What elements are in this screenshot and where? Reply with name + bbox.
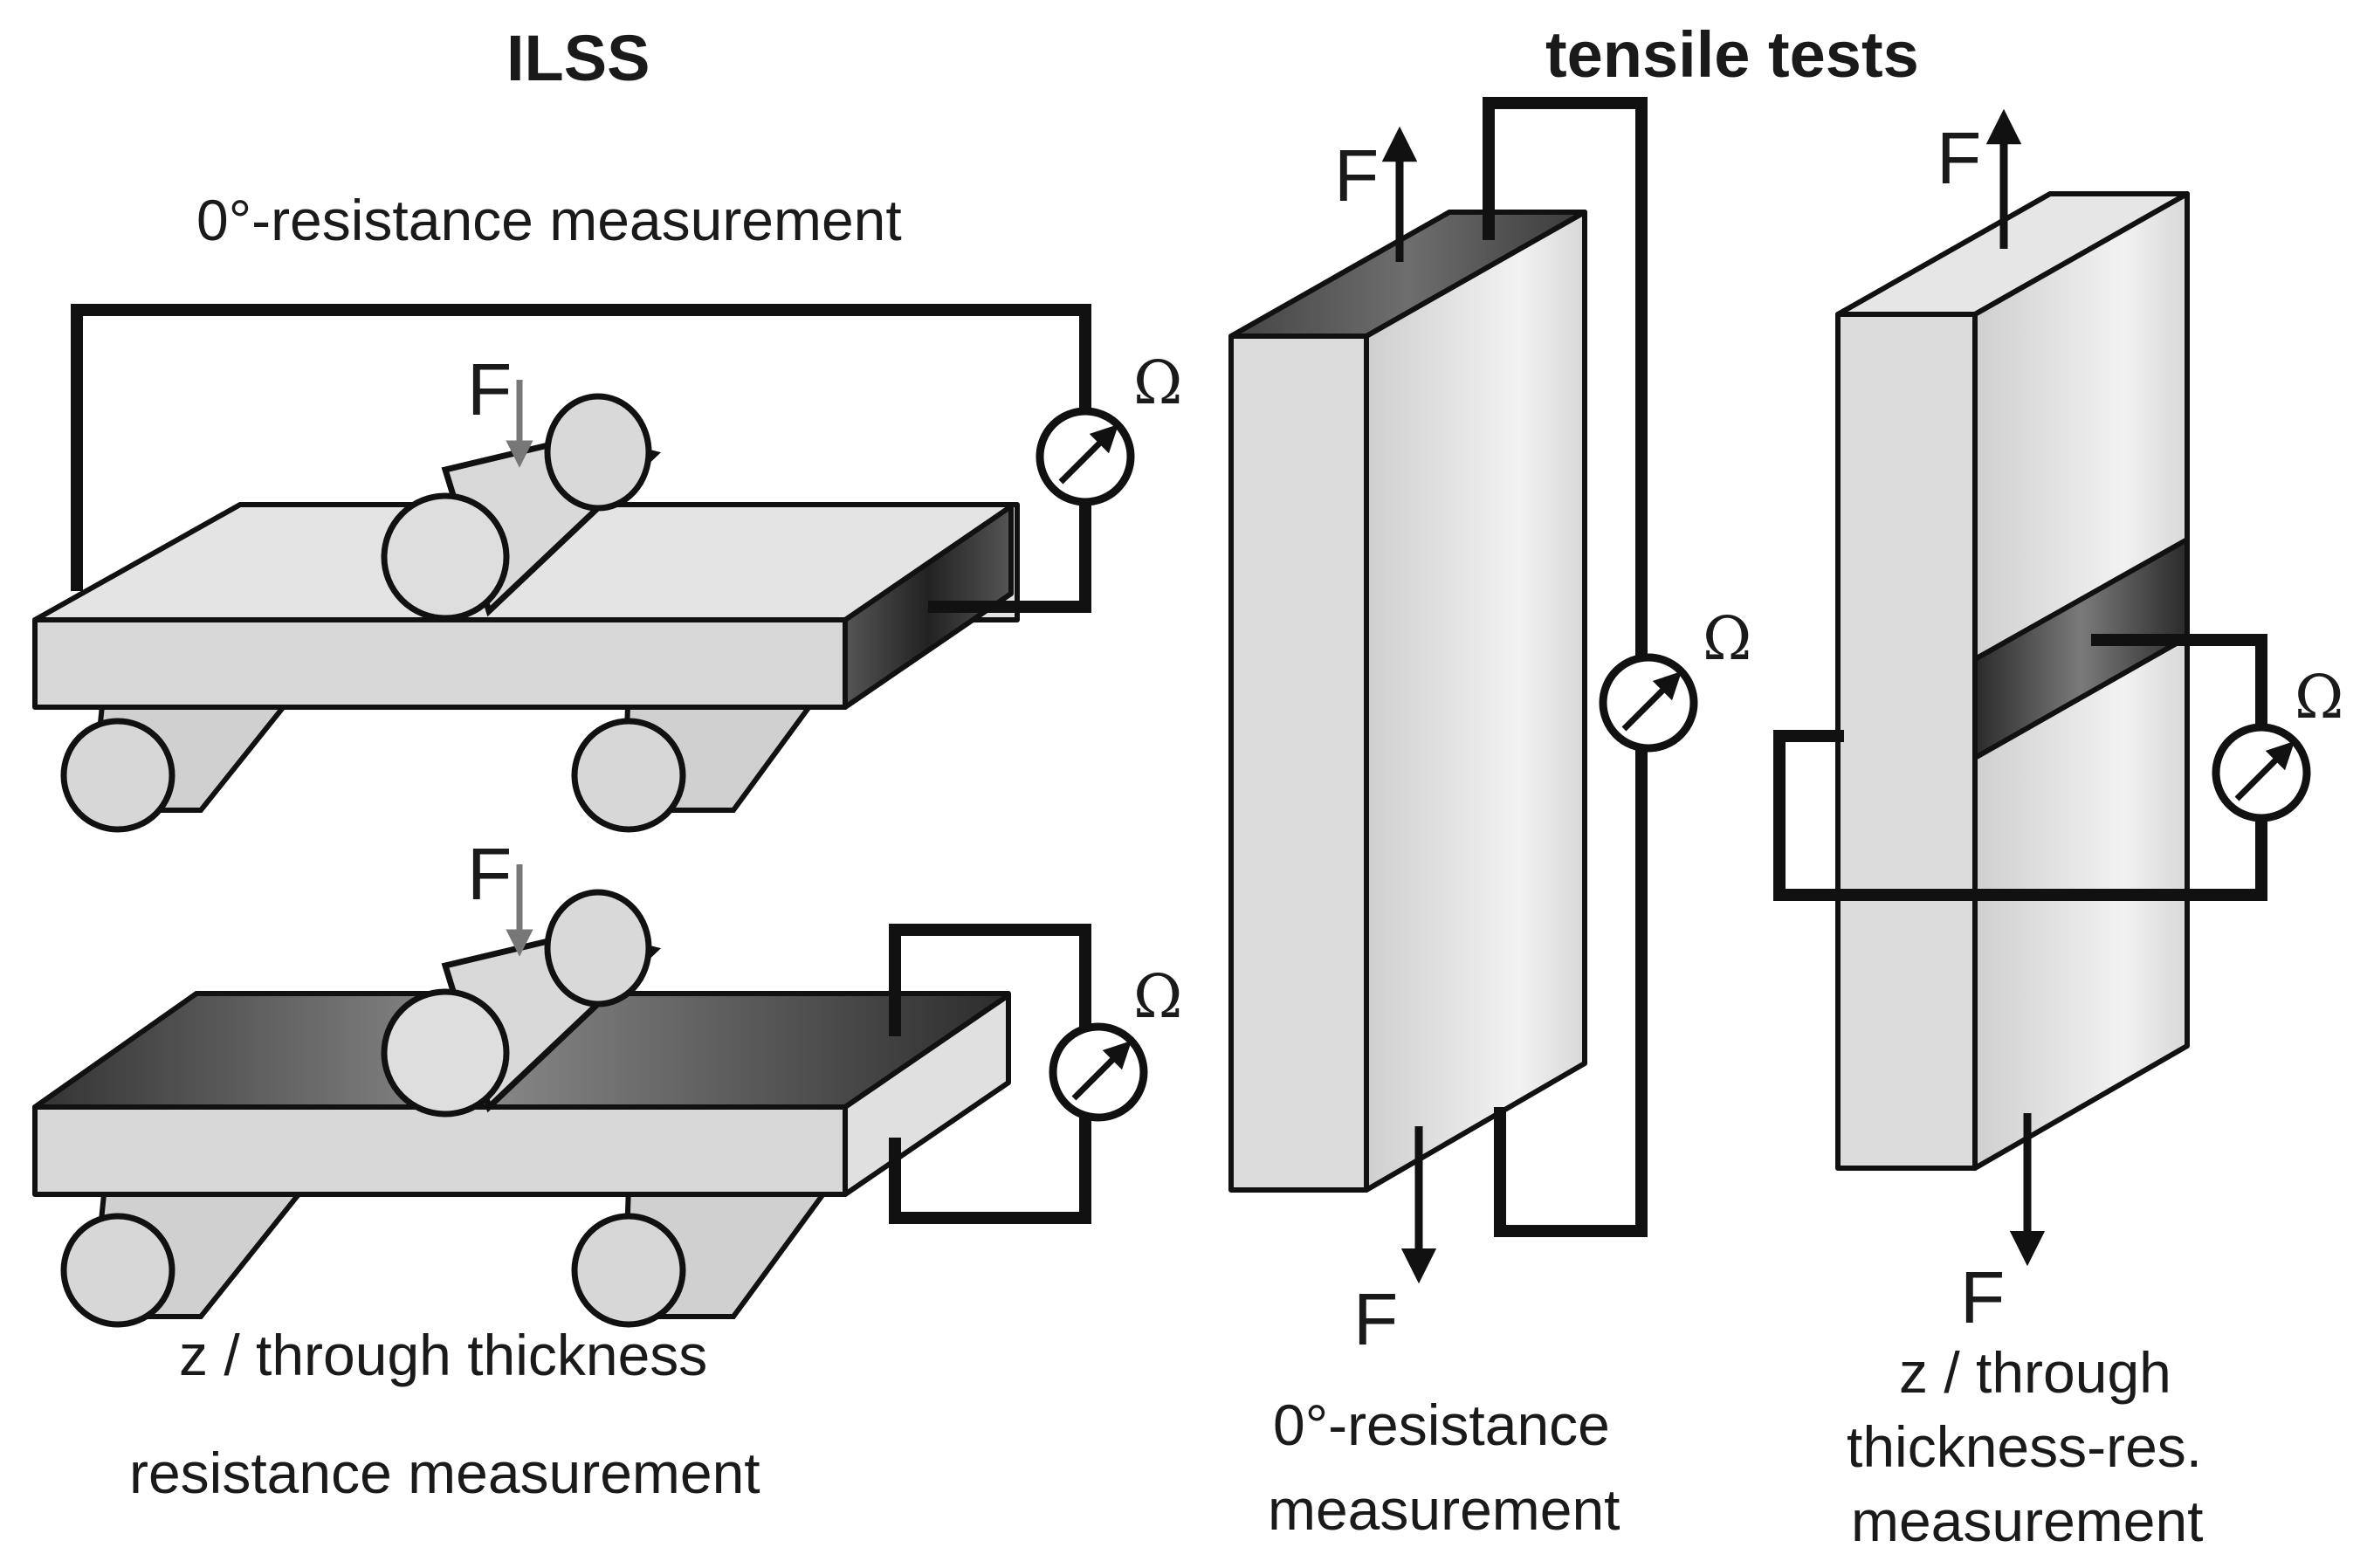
ilss-top-ohm-symbol: Ω — [1133, 349, 1182, 418]
tensile-right-ohmmeter — [2212, 723, 2311, 822]
ilss-bottom-label-line2: resistance measurement — [129, 1441, 760, 1505]
ilss-bottom-label-line1: z / through thickness — [179, 1323, 707, 1387]
ilss-top-circuit-wire-return — [928, 490, 1091, 613]
ilss-top-circuit-wire — [71, 304, 1091, 591]
tensile-right-force-bottom-label: F — [1960, 1256, 2005, 1338]
tensile-left-label-line2: measurement — [1268, 1477, 1620, 1542]
ilss-bottom-ohm-symbol: Ω — [1133, 963, 1182, 1032]
support-roller-right-bottom — [571, 1183, 835, 1328]
ilss-bottom-ohmmeter — [1049, 1022, 1148, 1122]
ilss-bottom-circuit-wire-return — [889, 1107, 1091, 1224]
tensile-title: tensile tests — [1545, 18, 1919, 91]
tensile-left-circuit-wire-return — [1494, 736, 1648, 1237]
tensile-left-force-top-label: F — [1334, 134, 1379, 217]
tensile-right-label-line3: measurement — [1851, 1489, 2204, 1553]
tensile-right-circuit-wire — [2091, 634, 2267, 739]
loading-roller-top — [381, 393, 662, 622]
tensile-right-label-line1: z / through — [1899, 1340, 2171, 1405]
tensile-right-force-top-label: F — [1937, 117, 1981, 199]
ilss-top-ohmmeter — [1036, 407, 1135, 506]
loading-roller-bottom — [381, 889, 662, 1118]
tensile-left-ohm-symbol: Ω — [1703, 605, 1751, 674]
tensile-right-specimen — [1835, 191, 2190, 1171]
support-roller-left-bottom — [60, 1183, 312, 1328]
support-roller-left — [60, 677, 312, 833]
tensile-left-force-bottom-label: F — [1353, 1278, 1398, 1360]
ilss-bottom-setup: F Ω — [32, 833, 1182, 1328]
ilss-bottom-circuit-wire — [889, 924, 1091, 1036]
tensile-left-circuit-wire — [1483, 97, 1648, 670]
tensile-left-setup: F F Ω — [1228, 97, 1751, 1360]
ilss-top-label: 0°-resistance measurement — [196, 188, 902, 252]
tensile-right-circuit-wire-return — [1773, 730, 2267, 901]
ilss-top-setup: F Ω — [32, 304, 1182, 833]
ilss-title: ILSS — [506, 22, 650, 94]
tensile-right-ohm-symbol: Ω — [2295, 664, 2343, 732]
ilss-top-force-label: F — [467, 348, 512, 430]
tensile-left-label-line1: 0°-resistance — [1273, 1393, 1610, 1457]
ilss-bottom-force-label: F — [467, 833, 512, 915]
tensile-left-ohmmeter — [1599, 653, 1698, 753]
tensile-right-label-line2: thickness-res. — [1847, 1414, 2202, 1479]
tensile-left-specimen — [1228, 210, 1587, 1193]
tensile-right-setup: F F Ω — [1773, 108, 2343, 1338]
support-roller-right — [571, 677, 835, 833]
